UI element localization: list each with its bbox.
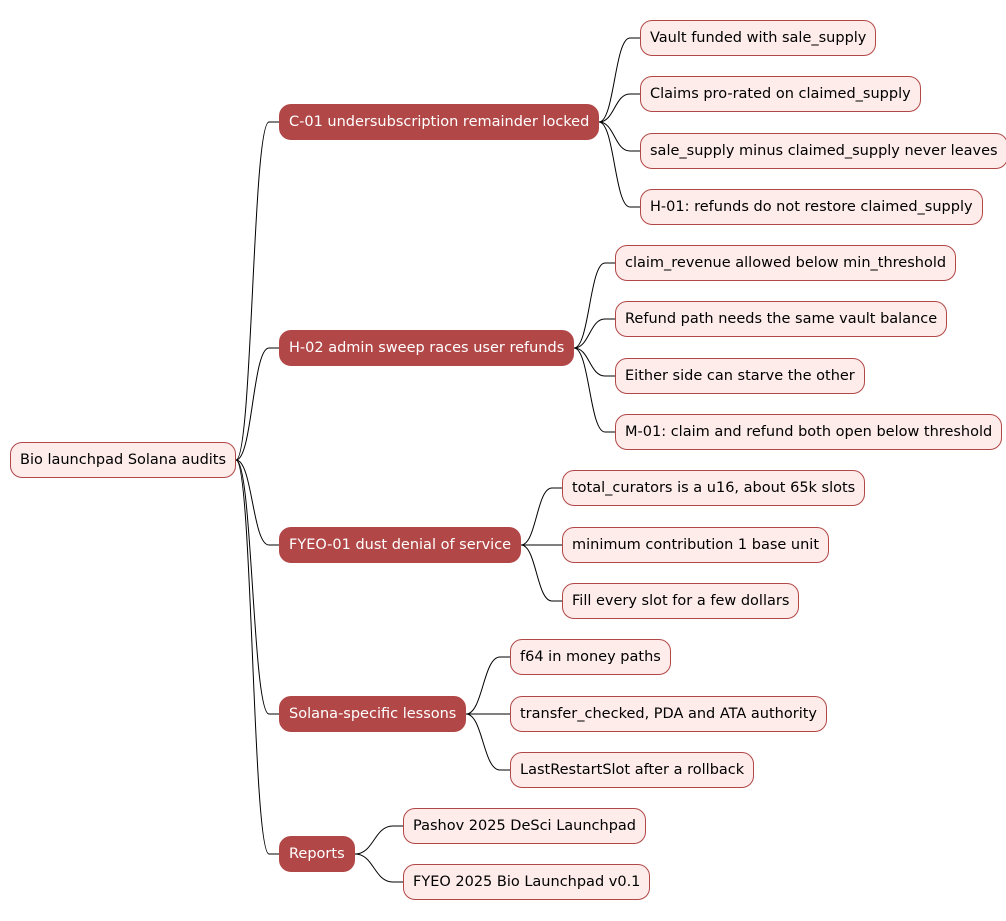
connector-root-to-branch-fyeo01	[235, 459, 279, 546]
branch-c01: C-01 undersubscription remainder locked	[279, 104, 600, 140]
leaf-h02-2: Refund path needs the same vault balance	[615, 301, 948, 337]
connector-leaf-h02-4	[573, 347, 615, 433]
connector-root-to-branch-h02	[235, 347, 279, 461]
connector-leaf-h02-2	[573, 318, 615, 349]
connector-leaf-fyeo01-1	[520, 487, 562, 546]
connector-leaf-reports-2	[354, 853, 403, 883]
leaf-solana-1: f64 in money paths	[510, 639, 671, 675]
leaf-c01-3: sale_supply minus claimed_supply never l…	[640, 133, 1006, 169]
connector-leaf-solana-1	[465, 656, 510, 715]
branch-h02: H-02 admin sweep races user refunds	[279, 330, 575, 366]
connector-leaf-solana-3	[465, 713, 510, 771]
connector-leaf-c01-1	[598, 37, 640, 123]
leaf-h02-3: Either side can starve the other	[615, 358, 865, 394]
connector-root-to-branch-solana-lessons	[235, 459, 279, 715]
leaf-solana-2: transfer_checked, PDA and ATA authority	[510, 696, 827, 732]
leaf-c01-1: Vault funded with sale_supply	[640, 20, 877, 56]
connector-leaf-reports-1	[354, 825, 403, 855]
leaf-h02-4: M-01: claim and refund both open below t…	[615, 414, 1003, 450]
connector-leaf-h02-3	[573, 347, 615, 377]
leaf-fyeo01-1: total_curators is a u16, about 65k slots	[562, 470, 866, 506]
leaf-reports-2: FYEO 2025 Bio Launchpad v0.1	[403, 864, 651, 900]
connector-leaf-c01-3	[598, 121, 640, 152]
branch-reports: Reports	[279, 836, 355, 872]
connector-root-to-branch-c01	[235, 121, 279, 461]
connector-root-to-branch-reports	[235, 459, 279, 855]
leaf-h02-1: claim_revenue allowed below min_threshol…	[615, 245, 957, 281]
leaf-fyeo01-2: minimum contribution 1 base unit	[562, 527, 830, 563]
leaf-reports-1: Pashov 2025 DeSci Launchpad	[403, 808, 646, 844]
connector-leaf-c01-4	[598, 121, 640, 208]
branch-fyeo01: FYEO-01 dust denial of service	[279, 527, 522, 563]
connector-leaf-h02-1	[573, 262, 615, 349]
leaf-c01-2: Claims pro-rated on claimed_supply	[640, 76, 921, 112]
branch-solana-lessons: Solana-specific lessons	[279, 696, 467, 732]
leaf-solana-3: LastRestartSlot after a rollback	[510, 752, 755, 788]
connector-leaf-fyeo01-3	[520, 544, 562, 602]
leaf-fyeo01-3: Fill every slot for a few dollars	[562, 583, 800, 619]
root-node: Bio launchpad Solana audits	[10, 442, 237, 478]
connector-leaf-c01-2	[598, 93, 640, 123]
leaf-c01-4: H-01: refunds do not restore claimed_sup…	[640, 189, 983, 225]
